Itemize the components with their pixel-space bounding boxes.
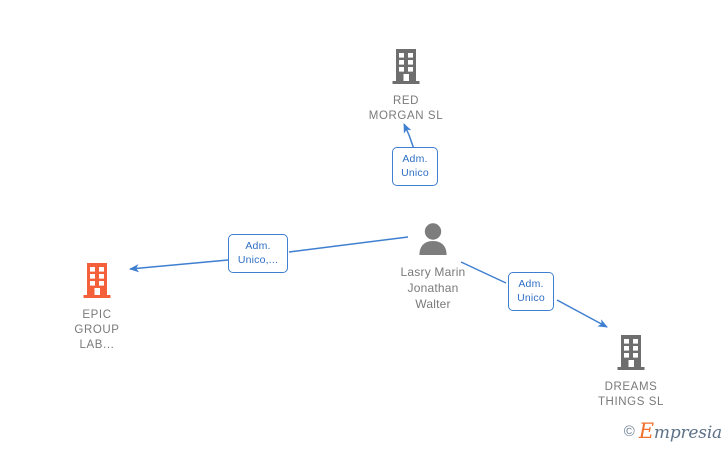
node-label-lasry-marin-jonathan-walter: Lasry Marin Jonathan Walter (400, 265, 466, 311)
person-icon (363, 222, 503, 261)
edge-to-dreams-things[interactable] (460, 261, 608, 328)
brand-rest: mpresia (653, 423, 722, 443)
building-icon (561, 334, 701, 377)
edge-to-red-morgan[interactable] (403, 123, 416, 153)
node-label-dreams-things: DREAMS THINGS SL (597, 381, 665, 408)
copyright-icon: © (623, 423, 635, 440)
edge-label-adm-unico-red-morgan[interactable]: Adm. Unico (392, 147, 438, 186)
building-icon (27, 262, 167, 305)
brand-initial: E (638, 419, 654, 443)
node-lasry-marin-jonathan-walter[interactable]: Lasry Marin Jonathan Walter (363, 222, 503, 312)
node-epic-group-lab[interactable]: EPIC GROUP LAB... (27, 262, 167, 353)
edge-label-adm-unico-dreams-things[interactable]: Adm. Unico (508, 272, 554, 311)
node-red-morgan[interactable]: RED MORGAN SL (336, 48, 476, 124)
brand-wordmark: Empresia (639, 421, 722, 442)
node-dreams-things[interactable]: DREAMS THINGS SL (561, 334, 701, 410)
empresia-watermark: © Empresia (624, 421, 722, 442)
edge-label-adm-unico-epic-group-lab[interactable]: Adm. Unico,... (228, 234, 288, 273)
node-label-red-morgan: RED MORGAN SL (368, 95, 444, 122)
building-icon (336, 48, 476, 91)
node-label-epic-group-lab: EPIC GROUP LAB... (74, 309, 120, 351)
edge-to-epic-group-lab[interactable] (129, 236, 409, 273)
